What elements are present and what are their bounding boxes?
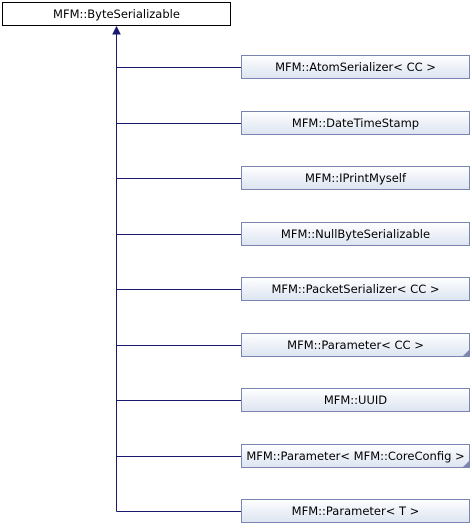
class-node-bytserializable[interactable]: MFM::ByteSerializable	[2, 2, 231, 26]
class-node-derived[interactable]: MFM::AtomSerializer< CC >	[241, 55, 470, 79]
class-node-derived[interactable]: MFM::NullByteSerializable	[241, 222, 470, 246]
inheritance-arrowhead	[112, 25, 121, 35]
class-node-derived[interactable]: MFM::Parameter< MFM::CoreConfig >	[241, 444, 470, 468]
class-node-derived[interactable]: MFM::IPrintMyself	[241, 166, 470, 190]
class-node-derived[interactable]: MFM::DateTimeStamp	[241, 111, 470, 135]
class-node-derived[interactable]: MFM::Parameter< CC >	[241, 333, 470, 357]
class-node-derived[interactable]: MFM::Parameter< T >	[241, 499, 470, 523]
edge-group	[112, 25, 241, 512]
class-node-derived[interactable]: MFM::PacketSerializer< CC >	[241, 277, 470, 301]
class-node-derived[interactable]: MFM::UUID	[241, 388, 470, 412]
